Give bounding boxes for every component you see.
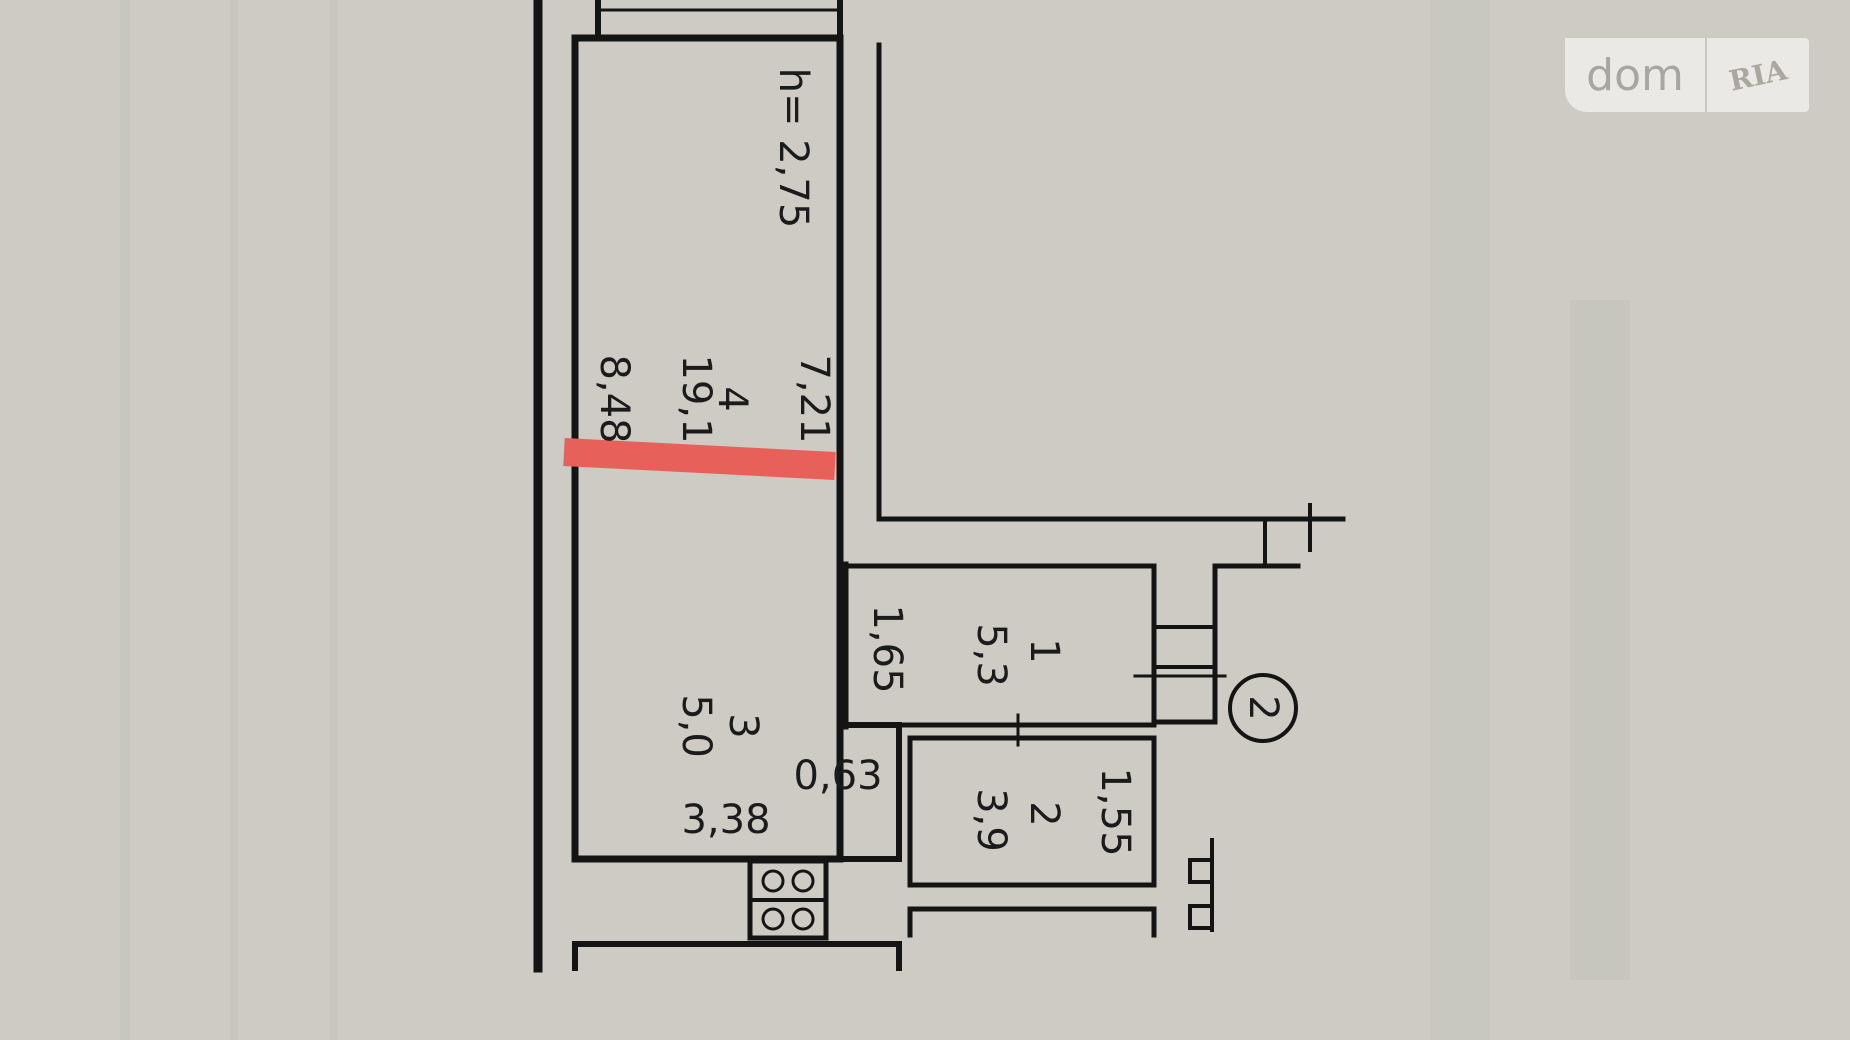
room-3-number: 3	[720, 713, 766, 738]
room-4-number: 4	[709, 386, 755, 411]
section-marker-label: 2	[1240, 695, 1286, 720]
room-3-dim-a: 0,63	[793, 753, 882, 799]
room-3-area: 5,0	[673, 694, 719, 758]
room-4-length: 8,48	[591, 354, 637, 443]
room-4-area: 19,1	[673, 354, 719, 443]
watermark-ria-text: RIA	[1726, 52, 1790, 98]
room-2-dim: 1,55	[1092, 767, 1138, 856]
paper-texture	[120, 0, 1630, 1040]
watermark-dom: dom	[1565, 38, 1707, 112]
watermark-ria: RIA	[1700, 28, 1815, 122]
room-1-labels: 1,65 1 5,3	[864, 604, 1067, 693]
red-highlight-mark	[563, 438, 836, 480]
room-3-dim-b: 3,38	[681, 797, 770, 843]
room-2-number: 2	[1021, 801, 1067, 826]
walls	[533, 0, 1346, 973]
room-4-width: 7,21	[791, 354, 837, 443]
dom-ria-watermark: dom RIA	[1565, 38, 1809, 112]
room-4-labels: h= 2,75 7,21 4 19,1 8,48	[591, 68, 837, 444]
room-3-labels: 3 5,0 0,63 3,38	[673, 694, 883, 843]
room-1-dim: 1,65	[864, 604, 910, 693]
section-marker: 2	[1228, 673, 1298, 743]
room-2-area: 3,9	[968, 788, 1014, 852]
ceiling-height: h= 2,75	[770, 68, 816, 229]
ventilation-block	[747, 858, 829, 941]
room-2-labels: 1,55 2 3,9	[968, 767, 1138, 856]
room-1-area: 5,3	[968, 623, 1014, 687]
room-1-number: 1	[1021, 638, 1067, 663]
